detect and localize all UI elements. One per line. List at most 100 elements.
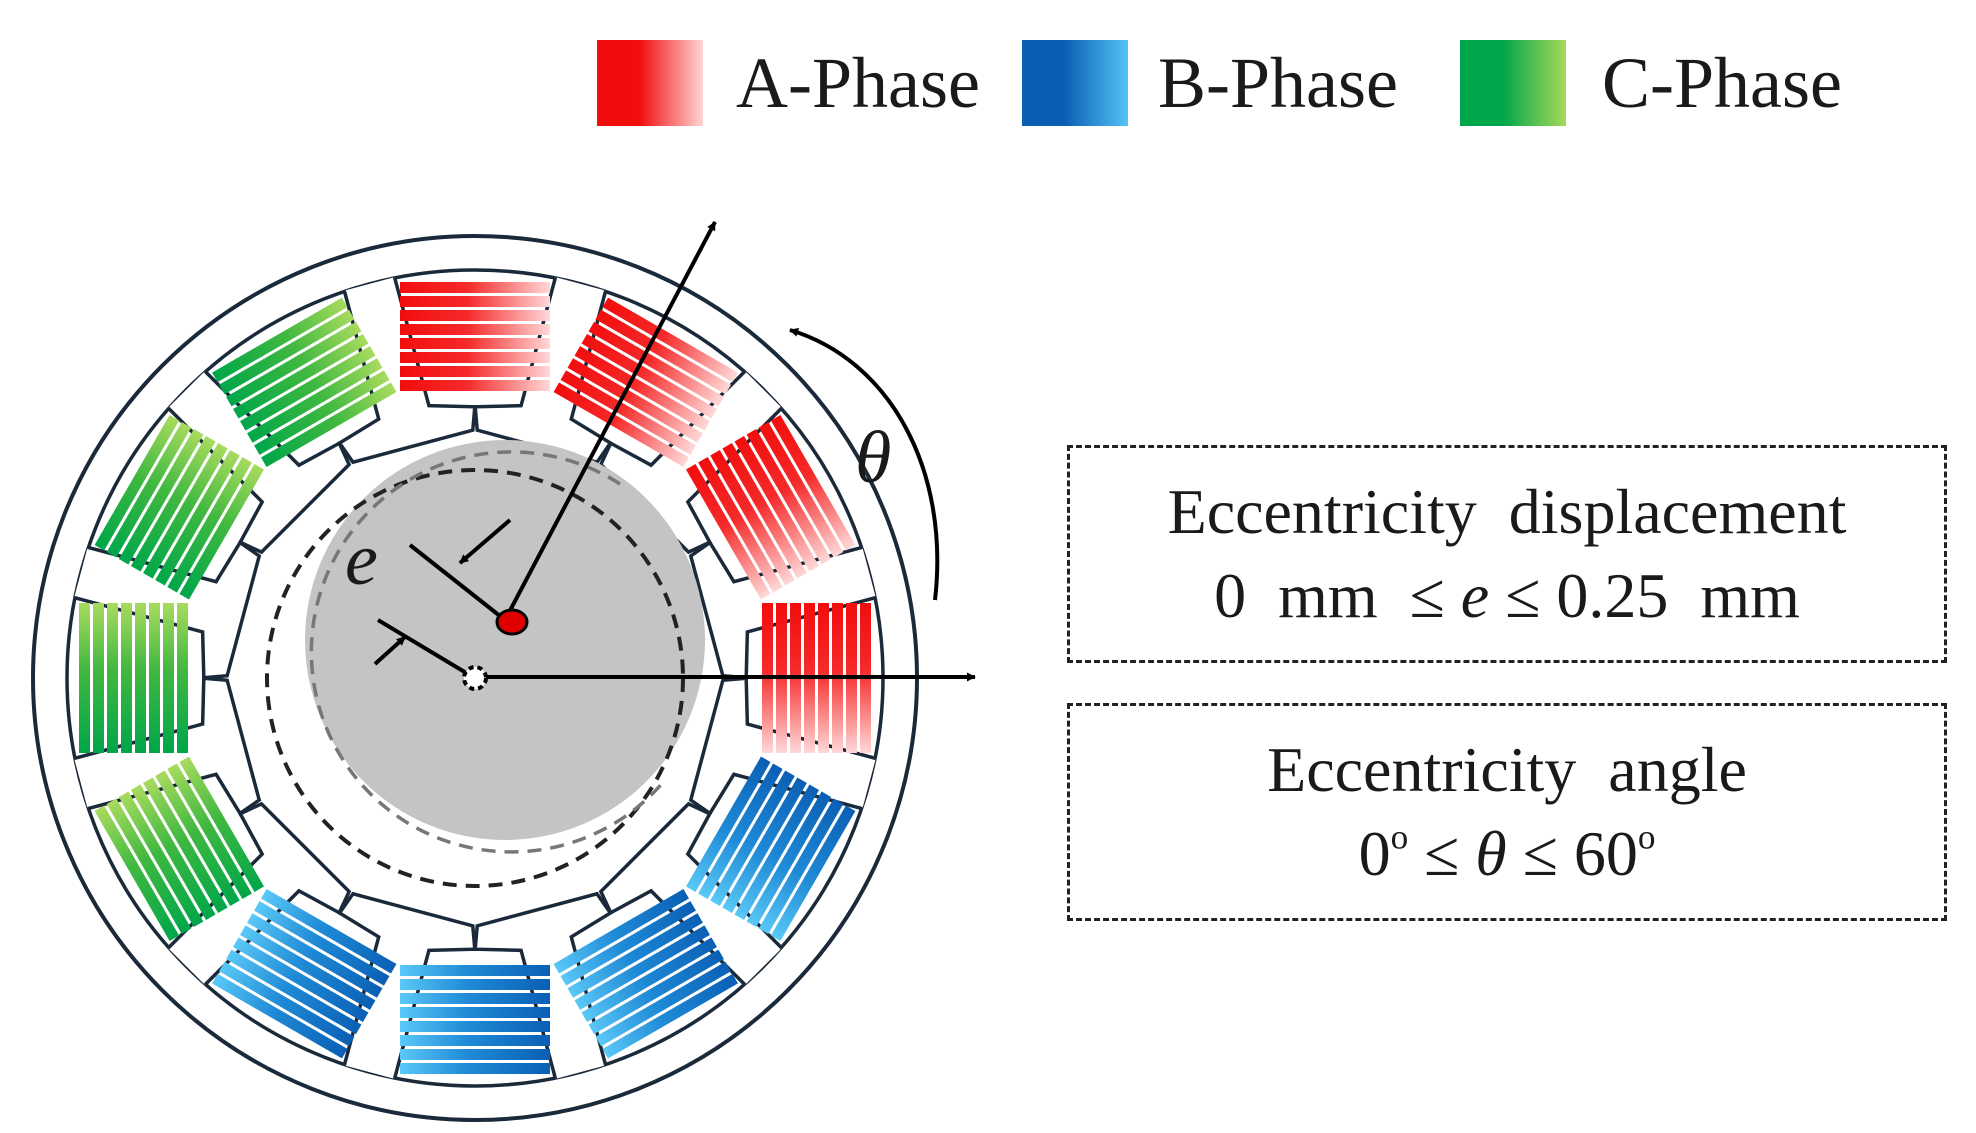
coil-strip [746,791,832,927]
coil-strip [130,784,216,920]
coil-strip [581,937,717,1023]
stator-center-marker [462,665,488,691]
coil-strip [400,965,550,976]
e-dimension-arrow-lower [373,635,407,666]
coil-strip [130,436,216,572]
e-dimension-line-lower [376,618,475,679]
coil-strip [79,603,90,753]
coil-b-phase [553,889,738,1059]
angle-range-high: 60 [1573,818,1638,889]
coil-strip [400,979,550,990]
angle-range-low: 0 [1358,818,1391,889]
coil-strip [734,784,820,920]
coil-strip [149,603,160,753]
angle-title: Eccentricity angle [1267,734,1747,805]
coil-strip [560,370,696,455]
coil-strip [226,949,362,1035]
coil-strip [179,464,264,600]
coil-strip [567,358,703,443]
coil-strip [734,436,820,572]
coil-strip [167,457,252,593]
rotor-center-marker [495,608,529,636]
coil-strip [163,603,174,753]
coil-strip [400,366,550,377]
coil-strip [93,603,104,753]
angle-range-high-degree: o [1637,817,1656,857]
coil-strip [400,352,550,363]
coil-strip [94,415,180,551]
coil-strip [553,382,689,467]
coil-strip [400,296,550,307]
coil-strip [167,763,252,899]
coil-a-phase [553,297,738,467]
coil-strip [143,777,228,913]
angle-range-var: θ [1475,818,1507,889]
coil-strip [595,961,731,1047]
rotor-eccentric-outline [309,450,667,854]
coil-strip [118,429,204,565]
legend-swatch-b-phase [1022,40,1128,126]
coil-strip [233,333,369,419]
coil-strip [233,937,369,1023]
coil-strip [247,358,383,443]
legend-label-c-phase: C-Phase [1602,43,1842,123]
coil-c-phase [94,415,264,600]
coil-strip [400,338,550,349]
coil-strip [94,805,180,941]
theta-arc-arrow [789,328,940,601]
coil-strip [155,450,240,586]
coil-strip [400,1007,550,1018]
legend-swatch-c-phase [1460,40,1566,126]
stator-tooth [598,801,784,987]
coil-b-phase [400,965,550,1074]
stator-tooth [166,369,352,555]
coil-a-phase [400,282,550,391]
coil-strip [722,443,807,579]
coil-strip [710,450,795,586]
e-dimension-line-upper [408,543,507,622]
legend-label-b-phase: B-Phase [1158,43,1398,123]
coil-strip [240,346,376,431]
coil-strip [226,321,362,407]
coil-strip [400,324,550,335]
coil-strip [400,1049,550,1060]
coil-c-phase [212,297,397,467]
coil-strip [400,282,550,293]
coil-strip [219,961,355,1047]
eccentricity-angle-box: Eccentricity angle 0o ≤ θ ≤ 60o [1067,703,1947,921]
coil-strip [261,382,397,467]
coil-strip [588,949,724,1035]
coil-strip [177,603,188,753]
coil-strip [254,901,390,986]
coil-strip [588,321,724,407]
stator-coils [79,282,871,1074]
displacement-title: Eccentricity displacement [1167,476,1847,547]
coil-strip [135,603,146,753]
coil-strip [758,422,844,558]
displacement-range: 0 mm ≤ e ≤ 0.25 mm [1214,554,1800,638]
coil-strip [254,370,390,455]
coil-c-phase [94,756,264,941]
coil-strip [143,443,228,579]
coil-strip [581,333,717,419]
eccentricity-displacement-box: Eccentricity displacement 0 mm ≤ e ≤ 0.2… [1067,445,1947,663]
displacement-range-prefix: 0 mm ≤ [1214,560,1461,631]
angle-range-le-2: ≤ [1506,818,1574,889]
coil-strip [698,457,783,593]
coil-strip [107,603,118,753]
coil-strip [574,925,710,1010]
coil-strip [106,422,192,558]
coil-strip [118,791,204,927]
coil-strip [770,415,856,551]
coil-strip [219,309,355,395]
coil-strip [400,380,550,391]
coil-strip [722,777,807,913]
coil-strip [261,889,397,974]
coil-strip [710,770,795,906]
rotor [305,440,705,840]
coil-strip [770,805,856,941]
coil-strip [400,310,550,321]
coil-b-phase [686,756,856,941]
coil-strip [595,309,731,395]
coil-strip [686,756,771,892]
